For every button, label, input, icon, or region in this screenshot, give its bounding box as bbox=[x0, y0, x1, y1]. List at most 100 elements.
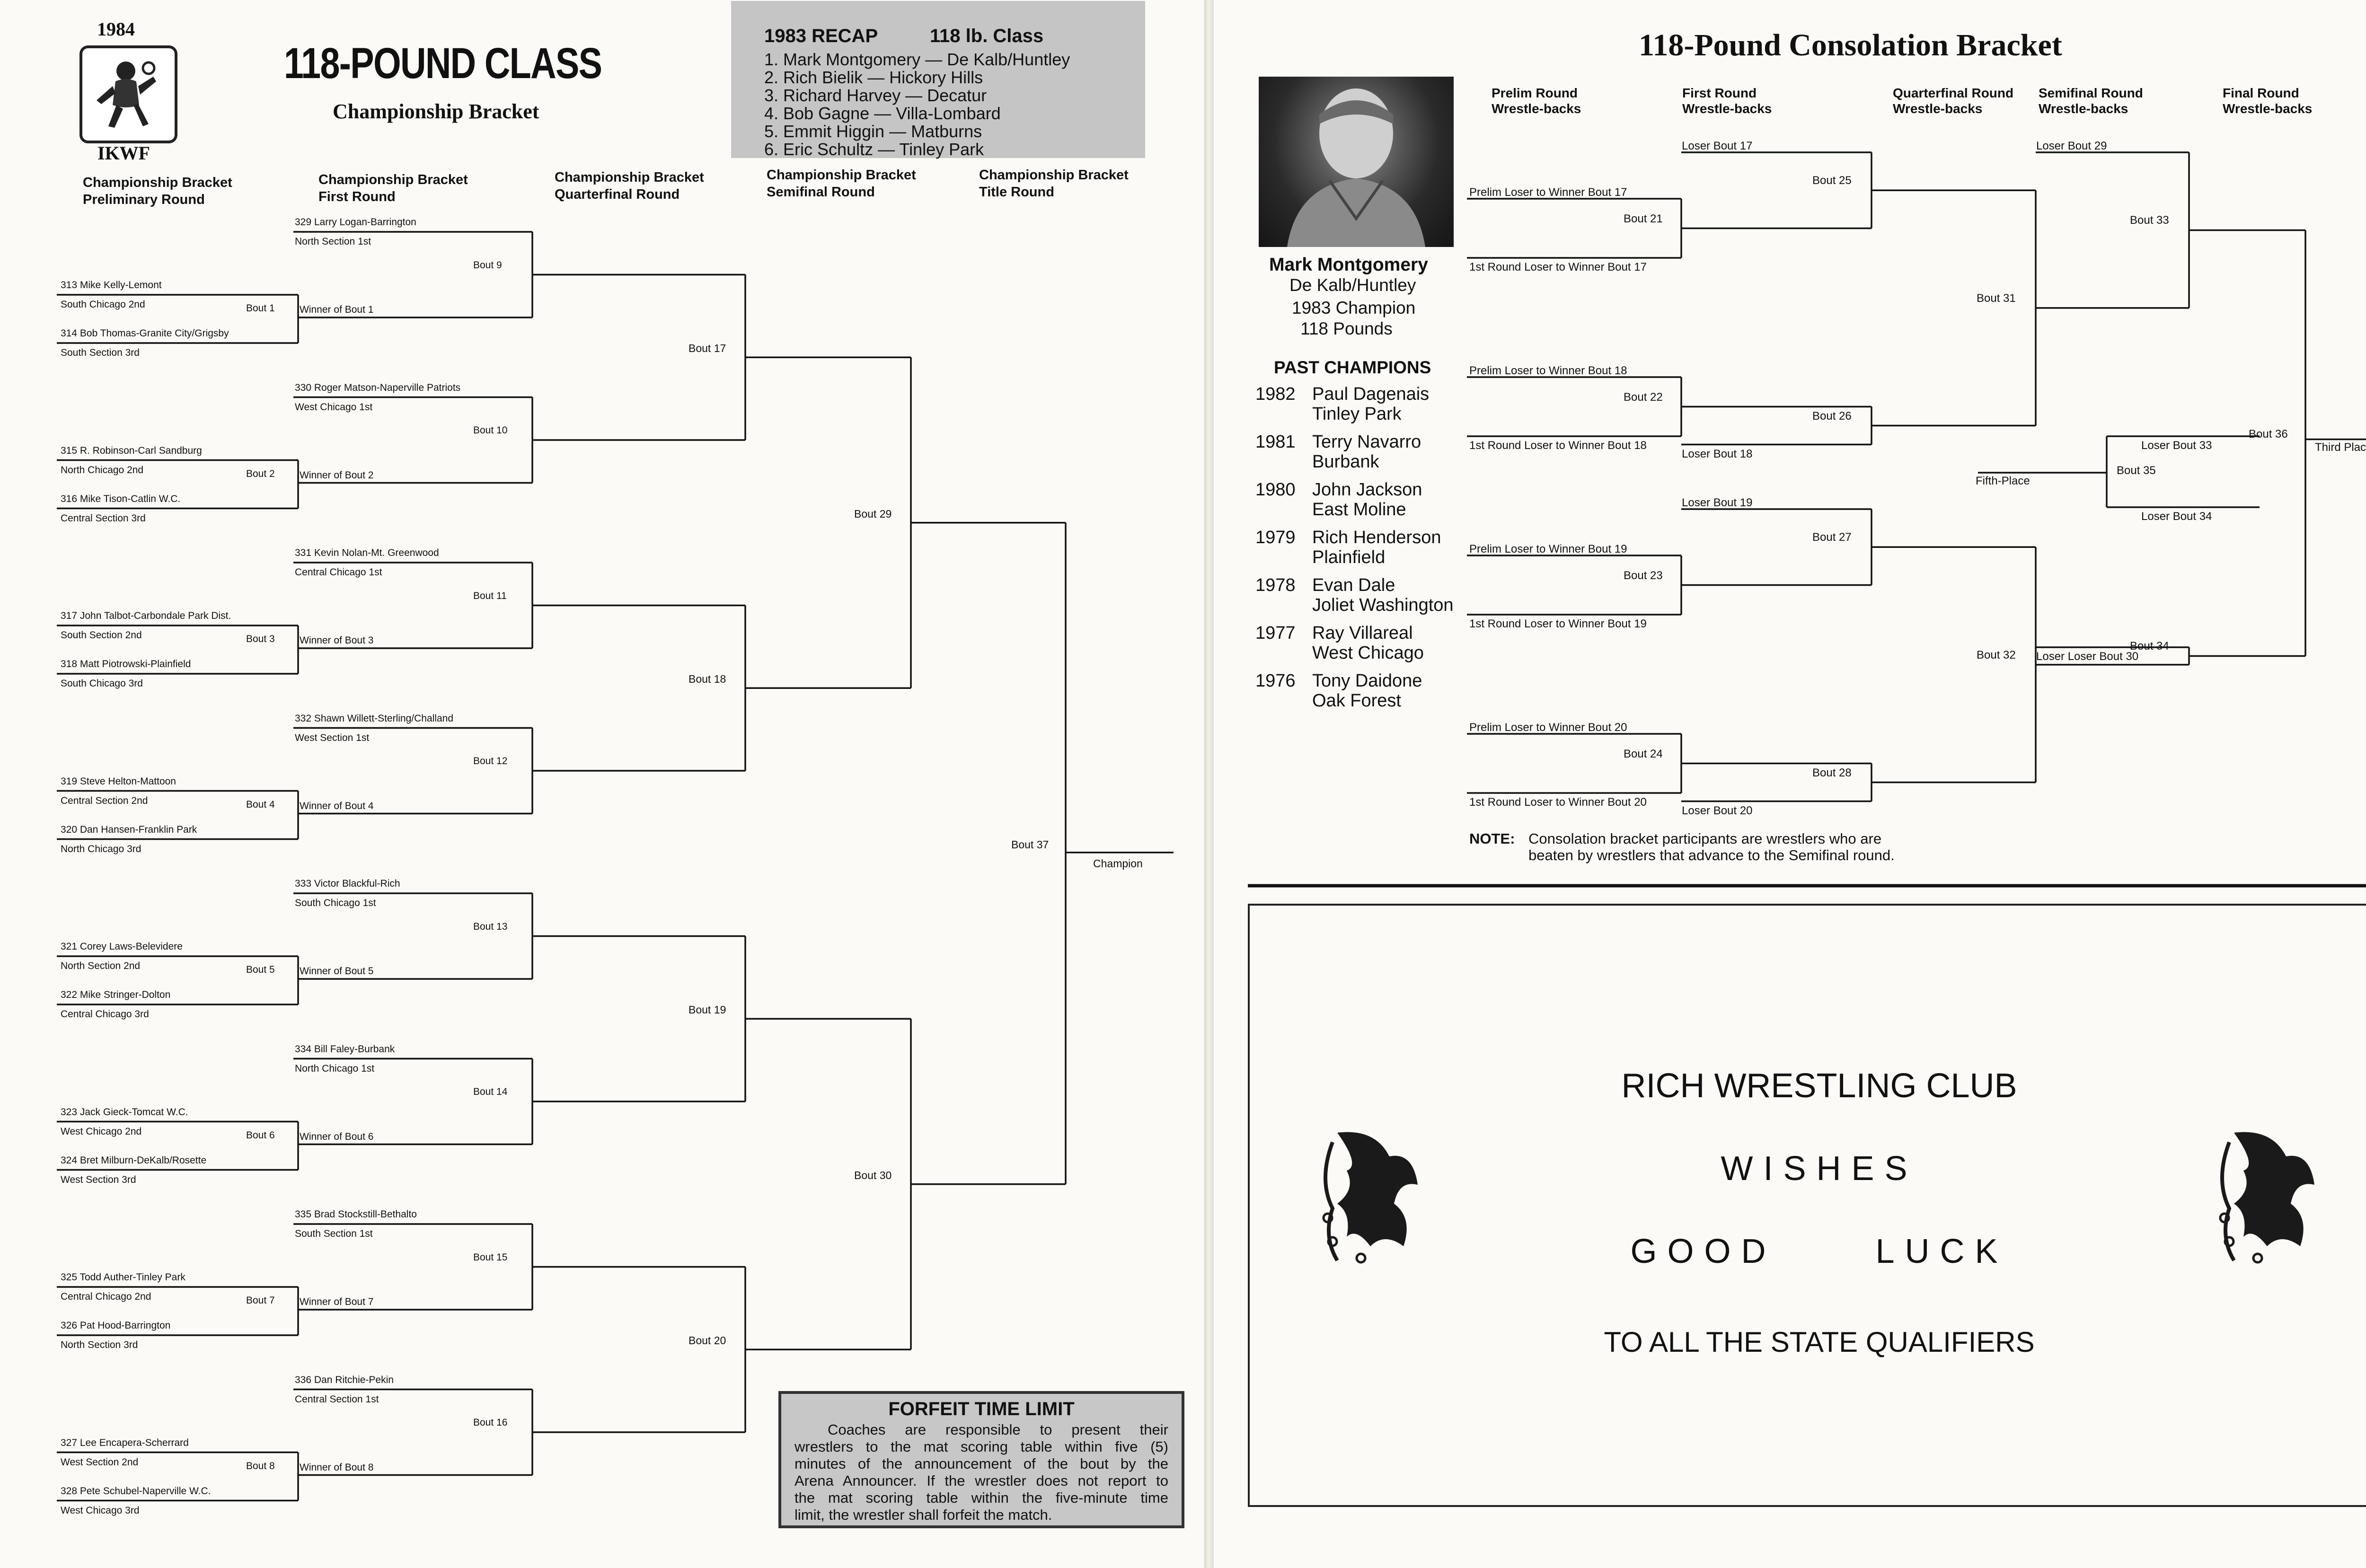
recap-place: 1. Mark Montgomery — De Kalb/Huntley bbox=[764, 50, 1070, 69]
recap-place: 5. Emmit Higgin — Matburns bbox=[764, 122, 982, 141]
page-title: 118-POUND CLASS bbox=[284, 39, 602, 88]
winner-slot: Winner of Bout 4 bbox=[300, 800, 374, 811]
bout-label: Bout 6 bbox=[246, 1129, 275, 1141]
champion-name: Mark Montgomery bbox=[1269, 255, 1428, 275]
wrestler-name: 320 Dan Hansen-Franklin Park bbox=[61, 824, 197, 835]
wrestler-section: Central Chicago 1st bbox=[295, 567, 382, 578]
wrestleback-slot: Loser Loser Bout 30 bbox=[2036, 650, 2139, 663]
wrestler-name: 334 Bill Faley-Burbank bbox=[295, 1043, 395, 1055]
note-label: NOTE: bbox=[1469, 830, 1515, 847]
wrestler-section: Central Section 3rd bbox=[61, 512, 146, 524]
ad-line2: WISHES bbox=[1721, 1150, 1918, 1188]
bout-label: Bout 11 bbox=[473, 590, 507, 601]
wrestleback-slot: Prelim Loser to Winner Bout 17 bbox=[1469, 186, 1627, 199]
wrestleback-slot: Loser Bout 17 bbox=[1682, 140, 1753, 152]
bout-label: Bout 20 bbox=[689, 1334, 726, 1347]
wrestler-name: 315 R. Robinson-Carl Sandburg bbox=[61, 445, 202, 456]
bout-label: Bout 36 bbox=[2249, 428, 2288, 441]
wrestler-name: 314 Bob Thomas-Granite City/Grigsby bbox=[61, 328, 229, 339]
page-gutter bbox=[1204, 0, 1214, 1568]
wrestler-name: 333 Victor Blackful-Rich bbox=[295, 878, 400, 889]
club-ad-box: RICH WRESTLING CLUB WISHES GOOD LUCK TO … bbox=[1248, 904, 2366, 1507]
past-champion-name: Ray Villareal bbox=[1312, 623, 1413, 643]
wrestler-section: South Section 1st bbox=[295, 1228, 373, 1239]
ad-line3: GOOD LUCK bbox=[1630, 1233, 2008, 1270]
bout-label: Bout 31 bbox=[1977, 291, 2016, 305]
winner-slot: Winner of Bout 6 bbox=[300, 1131, 374, 1142]
bout-label: Bout 34 bbox=[2130, 640, 2169, 653]
recap-place: 4. Bob Gagne — Villa-Lombard bbox=[764, 104, 1001, 123]
wrestleback-slot: Prelim Loser to Winner Bout 19 bbox=[1469, 543, 1627, 555]
third-place-label: Third Place bbox=[2315, 441, 2366, 454]
past-champions-heading: PAST CHAMPIONS bbox=[1274, 358, 1431, 377]
right-page bbox=[1214, 0, 2366, 1568]
bout-label: Bout 23 bbox=[1624, 569, 1663, 582]
wrestler-section: West Section 1st bbox=[295, 732, 370, 743]
wrestler-section: South Section 2nd bbox=[61, 630, 142, 641]
champion-photo bbox=[1259, 77, 1454, 247]
recap-place: 2. Rich Bielik — Hickory Hills bbox=[764, 68, 983, 87]
wrestler-mascot-icon bbox=[97, 61, 156, 128]
wrestler-name: 316 Mike Tison-Catlin W.C. bbox=[61, 493, 181, 504]
wrestler-name: 319 Steve Helton-Mattoon bbox=[61, 775, 176, 787]
wrestler-name: 324 Bret Milburn-DeKalb/Rosette bbox=[61, 1154, 207, 1166]
bout-label: Bout 13 bbox=[473, 921, 508, 932]
bout-label: Bout 7 bbox=[246, 1295, 275, 1306]
bout-label: Bout 4 bbox=[246, 799, 275, 810]
past-champion-school: Plainfield bbox=[1312, 547, 1386, 567]
wrestleback-slot: Prelim Loser to Winner Bout 18 bbox=[1469, 364, 1627, 377]
wrestler-portrait-icon bbox=[1287, 88, 1425, 247]
bout-label: Bout 21 bbox=[1624, 212, 1663, 225]
ad-line1: RICH WRESTLING CLUB bbox=[1621, 1067, 2017, 1105]
past-champion-year: 1978 bbox=[1255, 575, 1296, 595]
forfeit-text: Coaches are responsible to present their… bbox=[795, 1421, 1168, 1523]
past-champion-school: East Moline bbox=[1312, 500, 1406, 520]
wrestler-section: Central Section 2nd bbox=[61, 795, 148, 806]
past-champion-school: Joliet Washington bbox=[1312, 595, 1454, 615]
consolation-title: 118-Pound Consolation Bracket bbox=[1639, 28, 2062, 62]
champion-line1: 1983 Champion bbox=[1292, 298, 1416, 317]
bout-label: Bout 9 bbox=[473, 259, 502, 271]
ad-line4: TO ALL THE STATE QUALIFIERS bbox=[1604, 1326, 2035, 1358]
wrestleback-slot: Loser Bout 34 bbox=[2141, 510, 2212, 523]
bout-label: Bout 25 bbox=[1812, 174, 1852, 187]
wrestleback-slot: Loser Bout 29 bbox=[2036, 140, 2107, 152]
champion-label: Champion bbox=[1093, 857, 1143, 870]
past-champion-year: 1977 bbox=[1255, 623, 1296, 643]
wrestler-name: 332 Shawn Willett-Sterling/Challand bbox=[295, 713, 454, 724]
winner-slot: Winner of Bout 2 bbox=[300, 469, 374, 481]
past-champion-school: Oak Forest bbox=[1312, 691, 1401, 711]
winner-slot: Winner of Bout 8 bbox=[300, 1462, 374, 1473]
wrestleback-slot: Loser Bout 18 bbox=[1682, 447, 1753, 460]
recap-place: 6. Eric Schultz — Tinley Park bbox=[764, 140, 984, 159]
bout-label: Bout 14 bbox=[473, 1086, 508, 1097]
bout-label: Bout 28 bbox=[1812, 766, 1852, 779]
wrestler-name: 328 Pete Schubel-Naperville W.C. bbox=[61, 1485, 211, 1497]
wrestler-name: 318 Matt Piotrowski-Plainfield bbox=[61, 659, 191, 669]
championship-bracket-lines bbox=[57, 231, 1174, 1502]
bout-label: Bout 37 bbox=[1011, 838, 1049, 851]
wrestleback-slot: Loser Bout 33 bbox=[2141, 439, 2212, 452]
wrestler-name: 313 Mike Kelly-Lemont bbox=[61, 280, 162, 291]
floral-ornament-icon bbox=[2219, 1132, 2314, 1264]
past-champion-name: Tony Daidone bbox=[1312, 671, 1422, 691]
past-champion-year: 1981 bbox=[1255, 432, 1296, 452]
wrestleback-slot: 1st Round Loser to Winner Bout 18 bbox=[1469, 439, 1647, 452]
wrestler-name: 336 Dan Ritchie-Pekin bbox=[295, 1374, 394, 1385]
wrestler-section: North Chicago 1st bbox=[295, 1063, 375, 1074]
bout-label: Bout 33 bbox=[2130, 214, 2169, 227]
bout-label: Bout 35 bbox=[2117, 464, 2156, 477]
bout-label: Bout 1 bbox=[246, 303, 275, 314]
bout-label: Bout 2 bbox=[246, 468, 275, 479]
wrestler-name: 322 Mike Stringer-Dolton bbox=[61, 989, 171, 1000]
wrestler-name: 323 Jack Gieck-Tomcat W.C. bbox=[61, 1106, 188, 1118]
wrestler-section: West Section 3rd bbox=[61, 1174, 136, 1185]
wrestler-name: 335 Brad Stockstill-Bethalto bbox=[295, 1209, 417, 1220]
